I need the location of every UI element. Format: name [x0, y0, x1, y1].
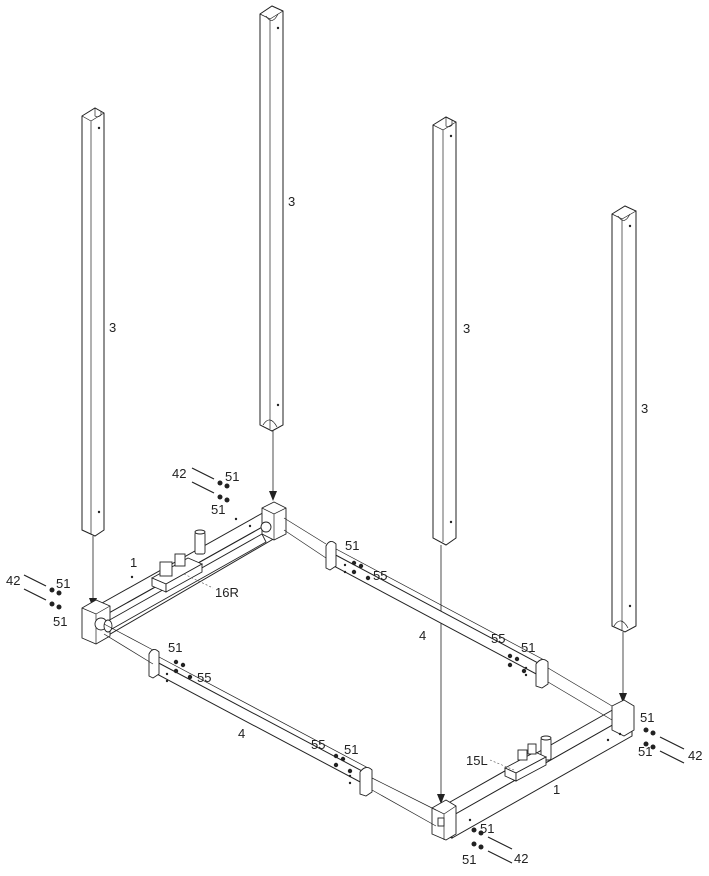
post-1: [81, 107, 105, 537]
hardware-bottom: [471, 827, 513, 864]
label-rail-front: 4: [238, 726, 245, 741]
label-post-4: 3: [641, 401, 648, 416]
label-washer-left-2: 51: [53, 614, 67, 629]
post-4: [611, 205, 637, 633]
label-frame-right: 1: [553, 782, 560, 797]
label-bolt-bottom: 42: [514, 851, 528, 866]
label-nut-rail-front-1: 55: [197, 670, 211, 685]
rail-back: [325, 541, 549, 689]
label-washer-right-1: 51: [640, 710, 654, 725]
hardware-left: [23, 574, 62, 610]
label-washer-right-2: 51: [638, 744, 652, 759]
label-frame-left: 1: [130, 555, 137, 570]
post-2: [259, 5, 284, 432]
label-washer-bottom-1: 51: [480, 821, 494, 836]
label-washer-rail-front-1: 51: [168, 640, 182, 655]
post-3: [432, 116, 457, 546]
label-nut-rail-back-1: 55: [373, 568, 387, 583]
label-washer-top-left-1: 51: [225, 469, 239, 484]
label-bracket-15l: 15L: [466, 753, 488, 768]
label-nut-rail-back-2: 55: [491, 631, 505, 646]
hardware-right: [643, 727, 685, 764]
label-washer-rail-back-1: 51: [345, 538, 359, 553]
label-rail-back: 4: [419, 628, 426, 643]
label-bracket-16r: 16R: [215, 585, 239, 600]
rail-front: [148, 649, 373, 797]
label-post-1: 3: [109, 320, 116, 335]
bracket-16r: [150, 553, 214, 593]
label-post-2: 3: [288, 194, 295, 209]
label-bolt-top-left: 42: [172, 466, 186, 481]
label-washer-top-left-2: 51: [211, 502, 225, 517]
label-washer-rail-back-2: 51: [521, 640, 535, 655]
label-bolt-left: 42: [6, 573, 20, 588]
label-bolt-right: 42: [688, 748, 702, 763]
hardware-top-left: [191, 467, 230, 503]
label-washer-bottom-2: 51: [462, 852, 476, 867]
label-post-3: 3: [463, 321, 470, 336]
assembly-guide-lines: [103, 517, 613, 827]
label-nut-rail-front-2: 55: [311, 737, 325, 752]
hardware-rail-front: [173, 659, 353, 774]
label-washer-left-1: 51: [56, 576, 70, 591]
bracket-15l: [489, 743, 548, 782]
hardware-rail-back: [351, 560, 527, 674]
label-washer-rail-front-2: 51: [344, 742, 358, 757]
